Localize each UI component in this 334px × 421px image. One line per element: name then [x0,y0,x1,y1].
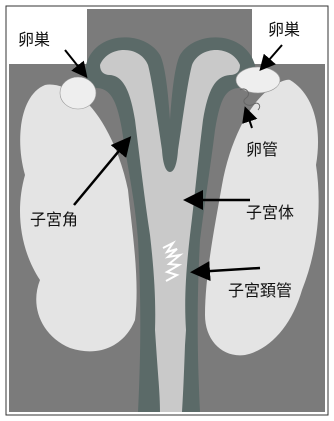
ovary-left-shape [60,77,96,109]
label-cervix: 子宮頚管 [228,281,292,300]
label-ovary-left: 卵巣 [18,30,50,49]
label-uterine-horn: 子宮角 [30,210,78,229]
label-uterine-body: 子宮体 [246,203,294,222]
label-oviduct: 卵管 [246,140,278,159]
label-ovary-right: 卵巣 [268,20,300,39]
